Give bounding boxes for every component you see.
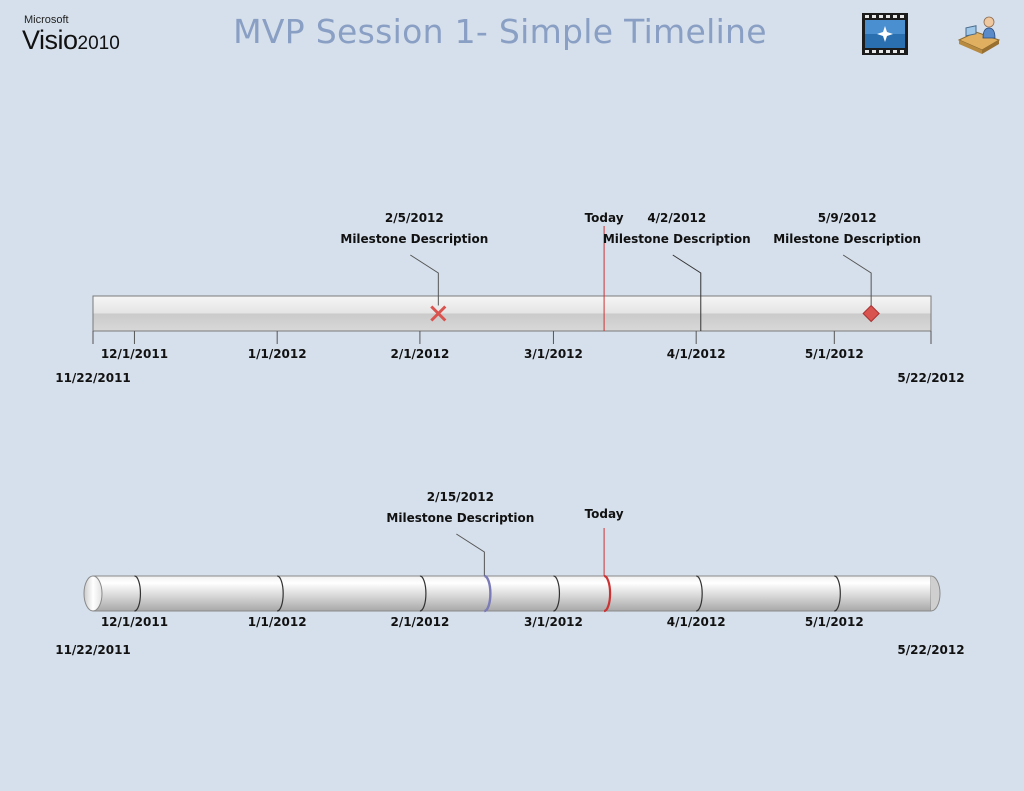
page-title: MVP Session 1- Simple Timeline xyxy=(233,12,767,51)
logo-brand: Microsoft xyxy=(24,14,69,26)
milestone-description: Milestone Description xyxy=(386,511,534,525)
tick-label: 5/1/2012 xyxy=(805,347,864,361)
timeline-end-label: 5/22/2012 xyxy=(897,371,964,385)
milestone-line-marker xyxy=(672,254,702,331)
tick-label: 1/1/2012 xyxy=(248,615,307,629)
logo-product: Visio2010 xyxy=(22,25,120,56)
cylinder-timeline: 12/1/2011 1/1/2012 2/1/2012 3/1/2012 4/1/201… xyxy=(55,490,964,657)
logo-version: 2010 xyxy=(77,33,120,54)
timeline-end-label: 5/22/2012 xyxy=(897,643,964,657)
timeline-cylinder-cap xyxy=(83,575,103,612)
visio-logo: Microsoft Visio2010 xyxy=(22,14,152,56)
tick-label: 1/1/2012 xyxy=(248,347,307,361)
milestone-leader xyxy=(410,254,439,306)
milestone-date: 2/5/2012 xyxy=(385,211,444,225)
milestone-date: 2/15/2012 xyxy=(427,490,494,504)
tick-label: 4/1/2012 xyxy=(667,615,726,629)
presenter-icon[interactable] xyxy=(956,14,1002,56)
film-strip-icon[interactable] xyxy=(861,12,909,56)
tick-label: 5/1/2012 xyxy=(805,615,864,629)
timeline-cylinder-body xyxy=(92,575,932,612)
timeline-tick xyxy=(277,575,284,612)
milestone-description: Milestone Description xyxy=(603,232,751,246)
milestone-description: Milestone Description xyxy=(773,232,921,246)
timeline-tick xyxy=(134,575,142,612)
film-strip-icon-graphic xyxy=(862,13,908,55)
tick-label: 4/1/2012 xyxy=(667,347,726,361)
timeline-start-label: 11/22/2011 xyxy=(55,371,131,385)
milestone-x-marker xyxy=(430,305,447,322)
milestone-diamond-marker xyxy=(862,304,880,323)
block-timeline: 12/1/2011 1/1/2012 2/1/2012 3/1/2012 4/1/201… xyxy=(55,211,964,385)
tick-label: 3/1/2012 xyxy=(524,615,583,629)
tick-label: 3/1/2012 xyxy=(524,347,583,361)
timeline-tick xyxy=(696,575,703,612)
presenter-icon-graphic xyxy=(957,16,1001,54)
today-label: Today xyxy=(585,507,624,521)
milestone-leader xyxy=(842,254,872,306)
today-label: Today xyxy=(585,211,624,225)
milestone-date: 4/2/2012 xyxy=(647,211,706,225)
timeline-tick xyxy=(553,575,561,612)
timeline-bar xyxy=(92,295,932,332)
tick-label: 2/1/2012 xyxy=(390,347,449,361)
milestone-ring-marker xyxy=(484,574,492,613)
today-ring xyxy=(603,574,612,613)
milestone-leader xyxy=(456,533,485,576)
timeline-tick xyxy=(419,575,427,612)
timeline-start-label: 11/22/2011 xyxy=(55,643,131,657)
timeline-tick xyxy=(834,575,841,612)
timeline-cylinder-end xyxy=(930,575,941,612)
tick-label: 2/1/2012 xyxy=(390,615,449,629)
tick-label: 12/1/2011 xyxy=(101,615,168,629)
tick-label: 12/1/2011 xyxy=(101,347,168,361)
milestone-description: Milestone Description xyxy=(340,232,488,246)
milestone-date: 5/9/2012 xyxy=(818,211,877,225)
logo-product-name: Visio xyxy=(22,25,78,55)
